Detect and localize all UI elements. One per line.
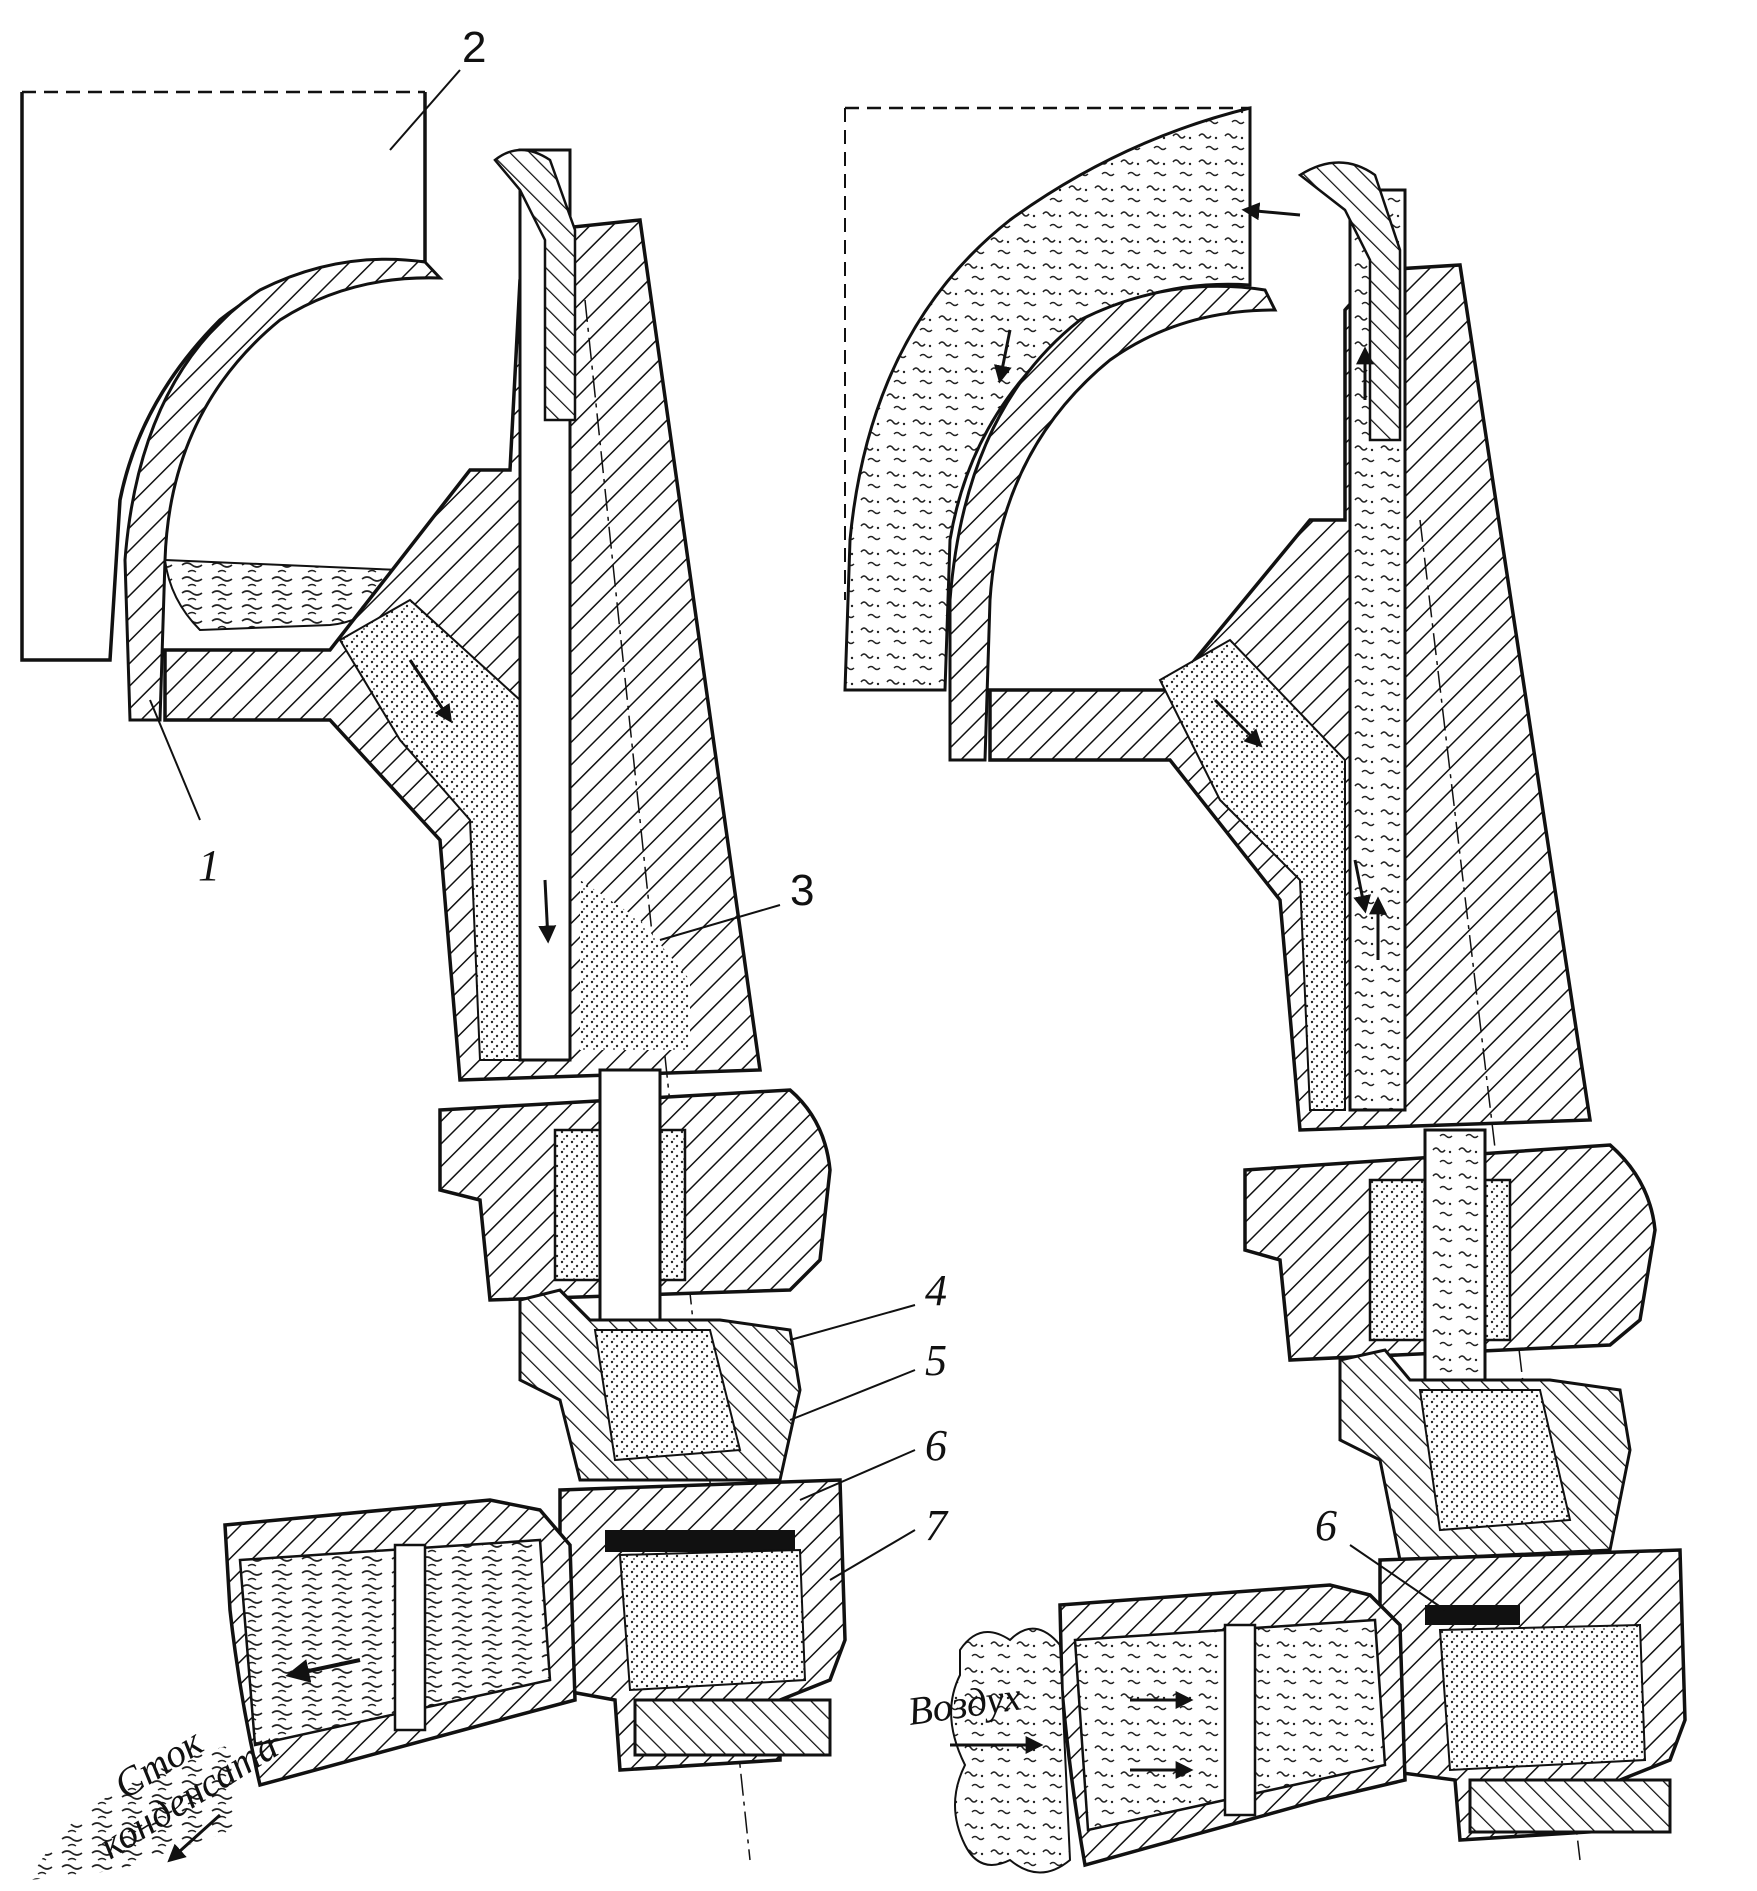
right-assembly [843,106,1687,1874]
left-nut-inner [593,1329,742,1462]
right-arrow-down-1 [1213,698,1263,748]
callout-5: 5 [925,1336,947,1385]
leader-1 [149,699,201,821]
right-bottom-plug [1468,1778,1672,1834]
right-nut-inner [1418,1389,1572,1532]
left-assembly [20,69,916,1880]
callout-6-right: 6 [1315,1501,1337,1550]
right-tube-hook [1297,161,1402,442]
right-arrow-steam-out [1241,202,1301,221]
right-seat-gasket [1425,1605,1520,1625]
right-arrow-chamber [993,329,1012,384]
leader-2 [389,69,461,151]
left-sediment [580,880,690,1050]
callout-4: 4 [925,1266,947,1315]
callout-7: 7 [925,1501,949,1550]
leader-5 [789,1369,916,1421]
callout-6: 6 [925,1421,947,1470]
left-seat-gasket [605,1530,795,1552]
right-inner-channel [1158,638,1346,1111]
left-outlet-ring [393,1543,427,1732]
right-seat-chamber [1438,1623,1647,1772]
left-arrow-condensate [167,1813,222,1863]
leader-4 [789,1304,916,1341]
leader-7 [829,1529,916,1581]
left-arrow-outlet [285,1658,361,1683]
left-stem [598,1068,662,1352]
left-tube-hook [493,148,577,422]
leader-6 [799,1449,916,1501]
left-arrow-downflow-1 [408,659,452,723]
callout-2: 2 [462,23,486,72]
leader-3 [659,904,781,941]
right-inlet-ring [1223,1623,1257,1817]
left-curved-wall [123,257,444,722]
right-arrow-down-2 [1353,859,1372,914]
leader-6b [1349,1544,1446,1611]
left-seat-chamber [618,1548,807,1692]
right-air-cloud [950,1627,1072,1874]
right-curved-wall [948,284,1278,762]
left-bottom-plug [633,1698,832,1757]
right-main-body [988,263,1593,1132]
callout-1: 1 [198,841,220,890]
left-arrow-downflow-2 [538,879,557,944]
callout-3: 3 [790,866,814,915]
left-inner-channel [338,598,521,1061]
